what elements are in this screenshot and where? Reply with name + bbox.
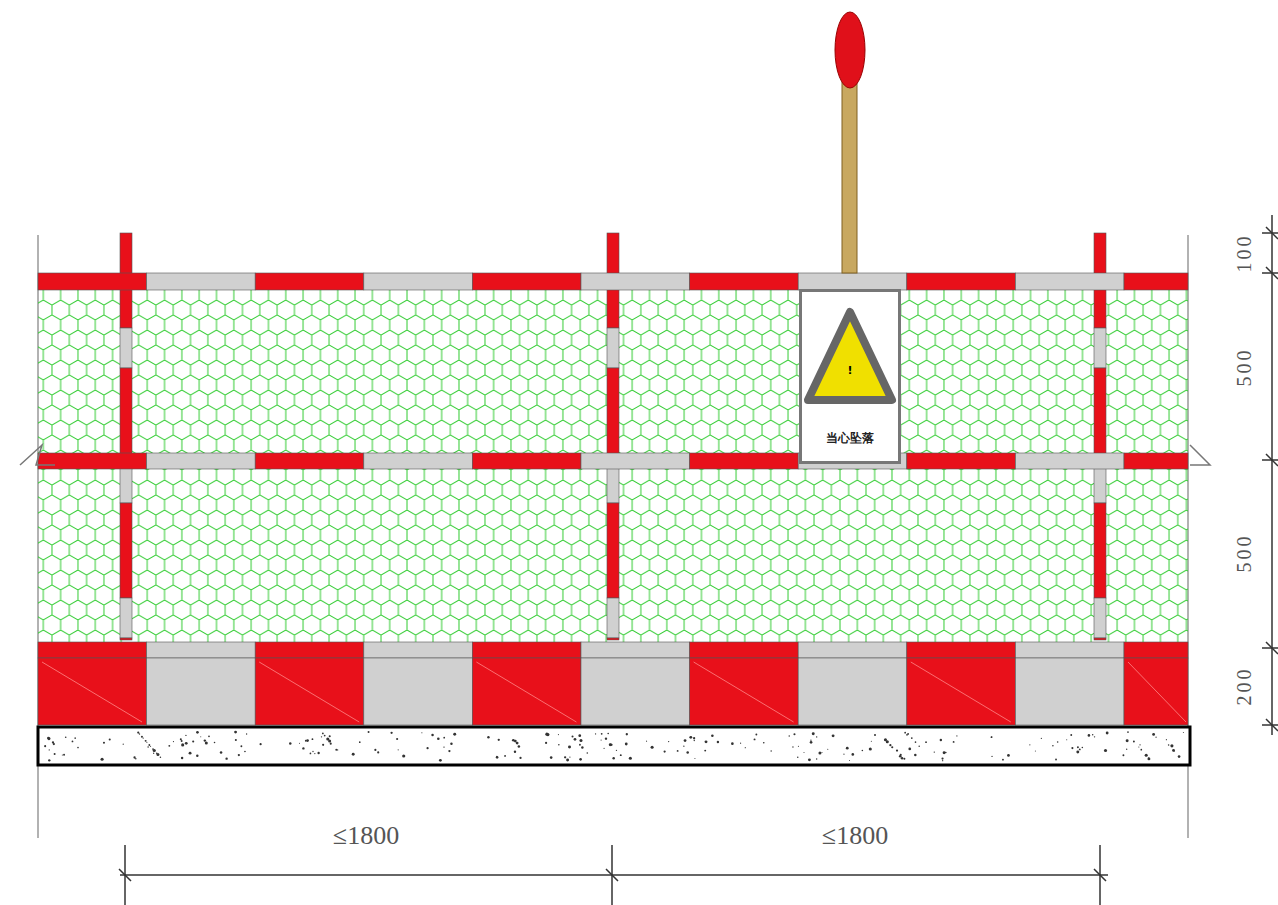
dimension-label: ≤1800	[822, 823, 888, 849]
dimension-label: 500	[1233, 348, 1253, 387]
dimension-label: 200	[1233, 667, 1253, 706]
warning-sign: ! 当心坠落	[799, 289, 901, 464]
dimension-label: 100	[1233, 234, 1253, 273]
exclamation-mark: !	[802, 364, 898, 377]
sign-text: 当心坠落	[802, 430, 898, 447]
dimension-label: ≤1800	[333, 823, 399, 849]
warning-triangle	[802, 304, 898, 414]
dimension-label: 500	[1233, 534, 1253, 573]
